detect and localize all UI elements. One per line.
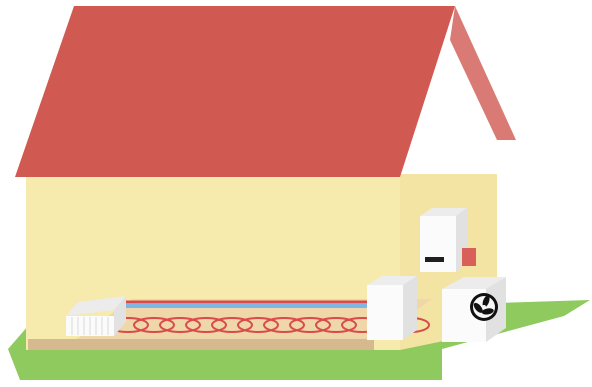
wall-unit-icon xyxy=(420,208,476,272)
alert-indicator xyxy=(462,248,476,266)
roof-side xyxy=(450,6,516,140)
roof-front xyxy=(15,6,455,177)
floor-front xyxy=(28,339,374,350)
heat-pump-icon xyxy=(442,277,506,342)
fan-icon xyxy=(470,293,498,321)
radiator-icon xyxy=(66,296,126,336)
indoor-unit xyxy=(367,276,417,340)
status-indicator xyxy=(425,257,444,262)
